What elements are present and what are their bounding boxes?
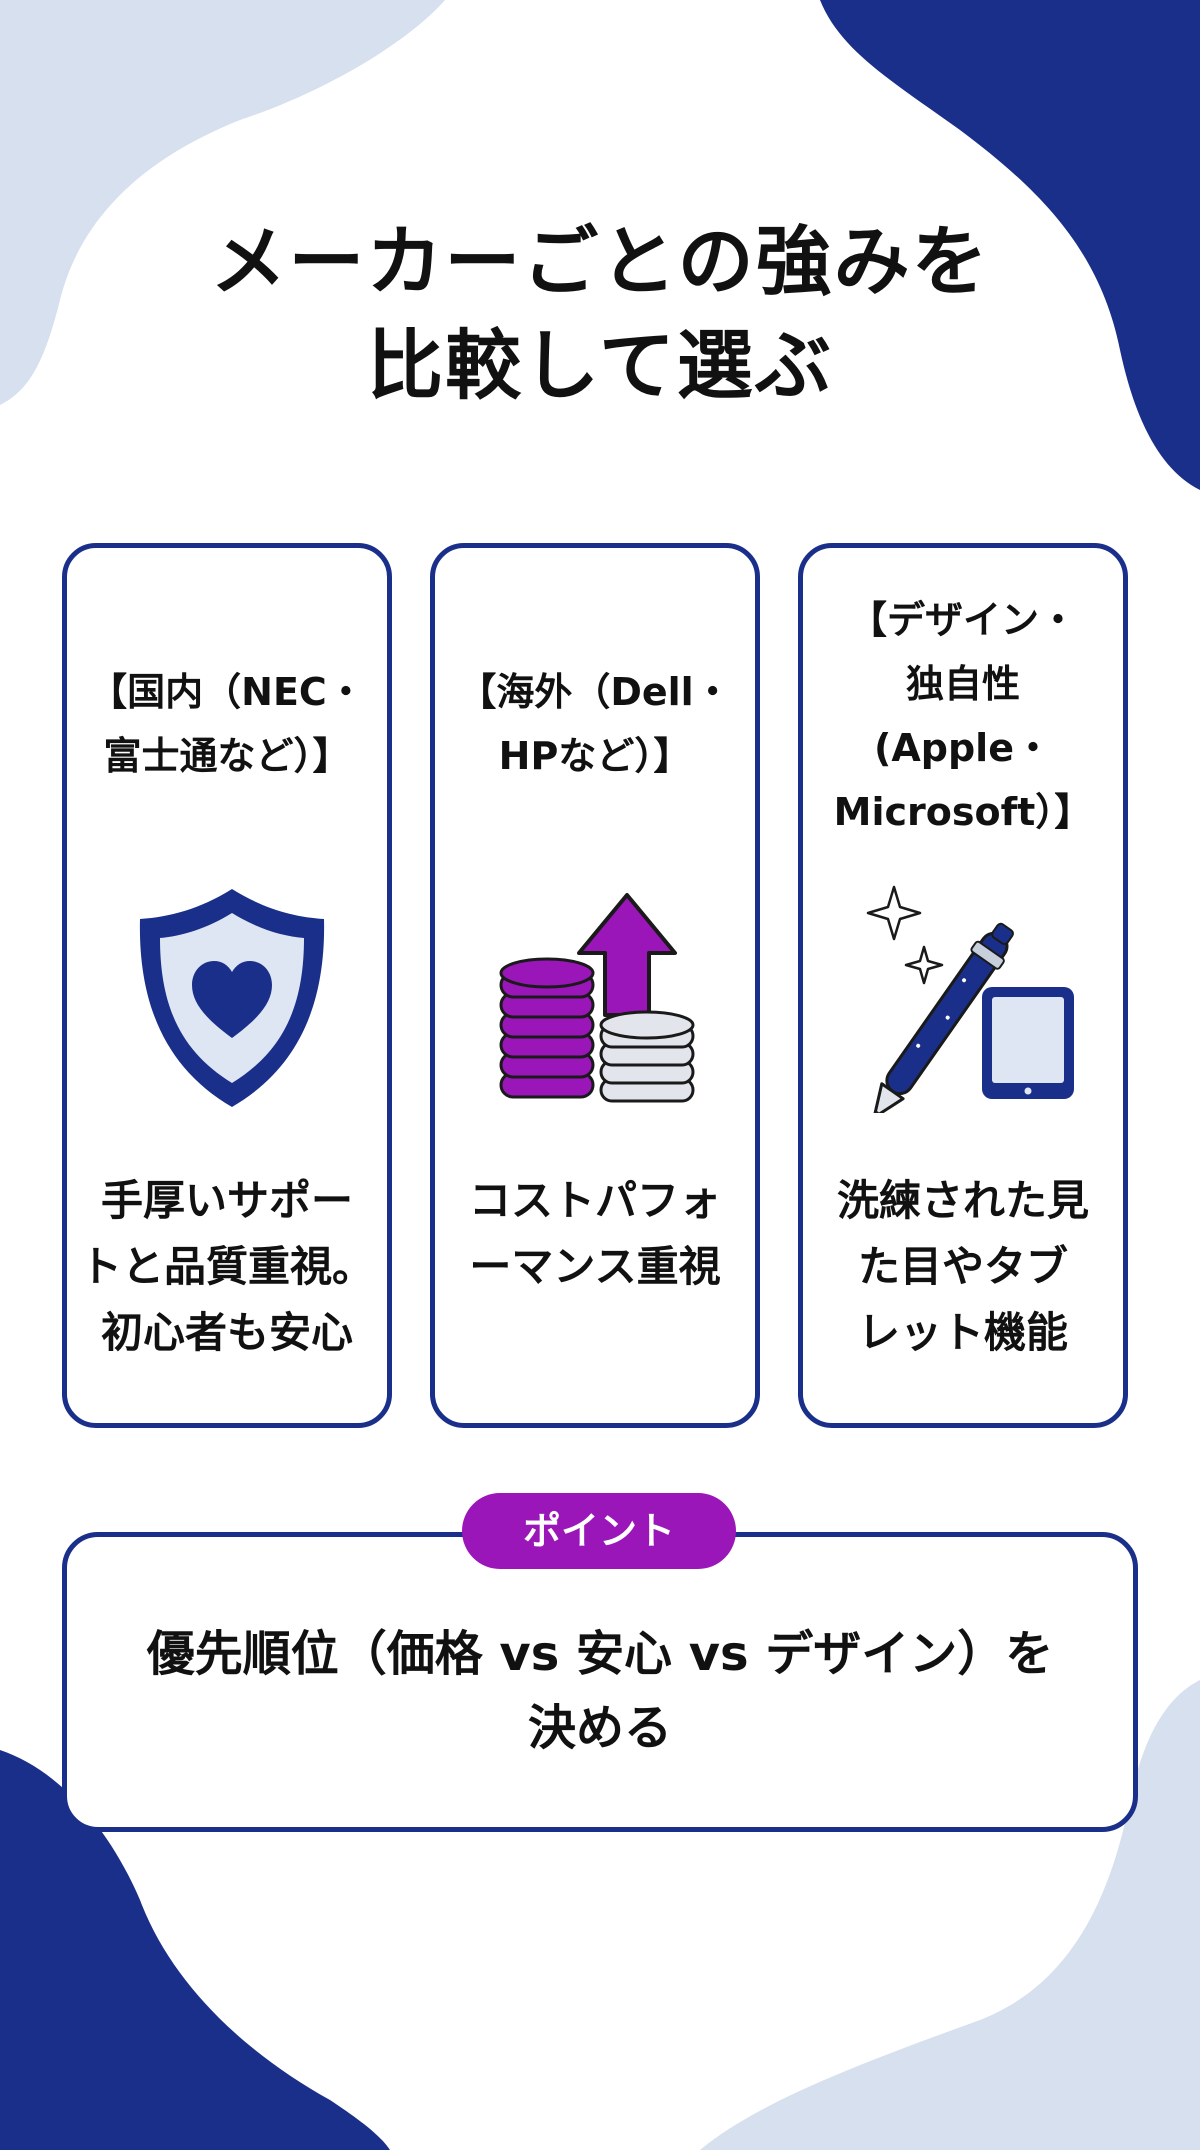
card-overseas-label-line-1: 【海外（Dell・: [458, 670, 732, 714]
point-box: 優先順位（価格 vs 安心 vs デザイン）を 決める: [62, 1532, 1138, 1832]
blob-top-right: [820, 0, 1200, 490]
shield-heart-icon: [139, 889, 325, 1107]
card-domestic-desc-line-2: トと品質重視。: [79, 1242, 374, 1291]
card-design-desc-line-2: た目やタブ: [857, 1242, 1068, 1291]
card-design-desc-line-3: レット機能: [857, 1308, 1068, 1357]
card-design-label: 【デザイン・ 独自性 (Apple・ Microsoft）】: [803, 588, 1123, 844]
coins-up-arrow-icon: [499, 893, 695, 1103]
grey-coin-stack: [599, 1010, 695, 1103]
card-domestic-label: 【国内（NEC・ 富士通など）】: [67, 660, 387, 788]
sparkle-icons: [866, 885, 944, 985]
card-overseas: 【海外（Dell・ HPなど）】 コストパフォ ーマンス重視: [430, 543, 760, 1428]
card-design-desc-line-1: 洗練された見: [836, 1176, 1089, 1225]
pen-shape: [872, 922, 1014, 1113]
card-design-label-line-3: (Apple・: [874, 726, 1052, 770]
page-title: メーカーごとの強みを 比較して選ぶ: [0, 210, 1200, 418]
point-text-line-1: 優先順位（価格 vs 安心 vs デザイン）を: [146, 1626, 1054, 1682]
card-overseas-desc-line-2: ーマンス重視: [469, 1242, 721, 1291]
point-badge: ポイント: [462, 1493, 736, 1569]
card-overseas-desc-line-1: コストパフォ: [468, 1176, 721, 1225]
blob-top-left: [0, 0, 445, 405]
purple-coin-stack: [499, 957, 595, 1099]
blob-bottom-left: [0, 1750, 390, 2150]
card-domestic-desc-line-3: 初心者も安心: [100, 1308, 353, 1357]
page-title-line-2: 比較して選ぶ: [367, 321, 833, 410]
card-design-label-line-2: 独自性: [905, 662, 1020, 706]
page-title-line-1: メーカーごとの強みを: [210, 217, 990, 306]
blob-bottom-right: [700, 1680, 1200, 2150]
card-domestic-description: 手厚いサポー トと品質重視。 初心者も安心: [67, 1168, 387, 1366]
card-overseas-label-line-2: HPなど）】: [498, 734, 692, 778]
point-text: 優先順位（価格 vs 安心 vs デザイン）を 決める: [67, 1617, 1133, 1765]
card-domestic: 【国内（NEC・ 富士通など）】 手厚いサポー トと品質重視。 初心者も安心: [62, 543, 392, 1428]
pen-tablet-icon: [866, 885, 1074, 1113]
card-design-label-line-1: 【デザイン・: [848, 598, 1077, 642]
card-design: 【デザイン・ 独自性 (Apple・ Microsoft）】 洗練された: [798, 543, 1128, 1428]
point-text-line-2: 決める: [527, 1700, 672, 1756]
card-domestic-desc-line-1: 手厚いサポー: [100, 1176, 353, 1225]
tablet-shape: [982, 987, 1074, 1099]
card-design-label-line-4: Microsoft）】: [833, 790, 1093, 834]
card-domestic-label-line-2: 富士通など）】: [103, 734, 351, 778]
card-design-description: 洗練された見 た目やタブ レット機能: [803, 1168, 1123, 1366]
card-domestic-label-line-1: 【国内（NEC・: [89, 670, 365, 714]
card-overseas-label: 【海外（Dell・ HPなど）】: [435, 660, 755, 788]
card-overseas-description: コストパフォ ーマンス重視: [435, 1168, 755, 1300]
